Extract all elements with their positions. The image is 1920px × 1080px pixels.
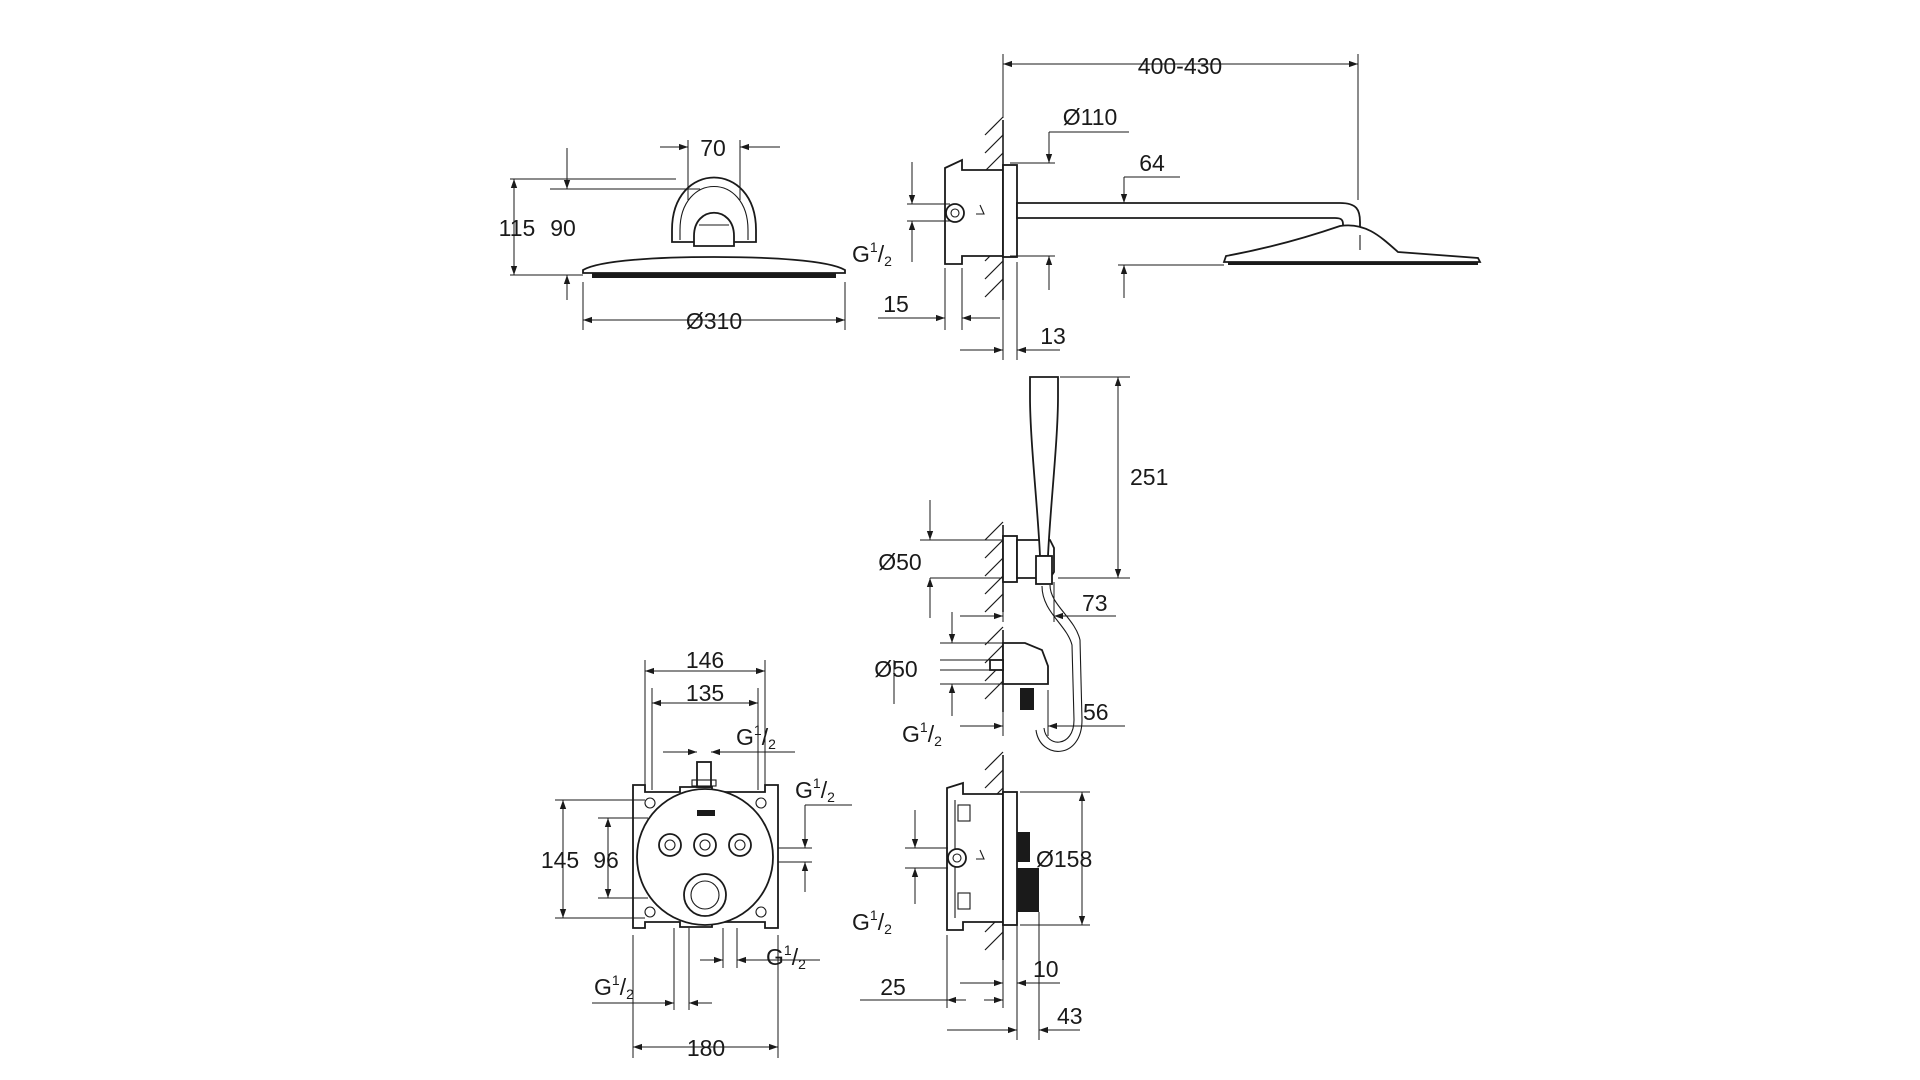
top-inlet-pipe: [696, 761, 712, 788]
dim-43: 43: [1057, 1003, 1083, 1029]
dim-diameter-50-holder: Ø50: [878, 549, 921, 575]
wall-outlet-inlet: [989, 659, 1004, 671]
thread-g12-thermostat-side: G1/2: [852, 907, 892, 937]
head-shower-ball-joint: [693, 212, 735, 247]
thermostat-logo: [697, 810, 715, 816]
hose-nut: [1020, 688, 1034, 710]
dim-70: 70: [700, 135, 726, 161]
thermostat-cover-plate: [636, 788, 774, 926]
dim-90: 90: [550, 215, 576, 241]
flow-arrow-icon-thermostat: [976, 849, 985, 860]
head-shower-arm-flange: [671, 176, 757, 243]
screw-bottom-left: [644, 906, 656, 918]
dim-73: 73: [1082, 590, 1108, 616]
dim-diameter-110: Ø110: [1063, 104, 1118, 130]
wall-flange: [1002, 164, 1018, 258]
dim-diameter-158: Ø158: [1036, 846, 1092, 872]
dim-146: 146: [686, 647, 724, 673]
flow-arrow-icon: [976, 204, 985, 215]
wall-outlet-elbow: [1002, 642, 1049, 685]
dim-180: 180: [687, 1035, 725, 1061]
thermostat-side-view: Ø158 G1/2 25 10 43: [852, 751, 1092, 1040]
dim-10: 10: [1033, 956, 1059, 982]
thermostat-button-3: [728, 833, 752, 857]
dim-145: 145: [541, 847, 579, 873]
dim-56: 56: [1083, 699, 1109, 725]
thread-g12-hand-shower: G1/2: [902, 719, 942, 749]
hand-shower-grip: [1035, 555, 1053, 585]
thermostat-temperature-knob: [683, 873, 727, 917]
shower-arm: [1016, 202, 1361, 233]
thermostat-plate-side: [1002, 791, 1018, 926]
dim-15: 15: [883, 291, 909, 317]
head-nozzles-side: [1228, 262, 1478, 265]
thread-g12-thermostat-bottom-left: G1/2: [594, 972, 634, 1002]
thermostat-buttons-side: [1017, 832, 1030, 862]
thermostat-front-view: 146 135 G1/2 G1/2 145 96: [541, 647, 852, 1061]
screw-top-right: [755, 797, 767, 809]
dim-251: 251: [1130, 464, 1168, 490]
thread-g12-head-side: G1/2: [852, 239, 892, 269]
thermostat-knob-side: [1017, 868, 1039, 912]
screw-bottom-right: [755, 906, 767, 918]
head-shower-side-view: 400-430 Ø110 64 G1/2 15 13: [852, 53, 1482, 360]
screw-top-left: [644, 797, 656, 809]
dim-diameter-50-outlet: Ø50: [874, 656, 917, 682]
dim-96: 96: [593, 847, 619, 873]
head-shower-plate: [582, 256, 846, 274]
head-shower-nozzles: [592, 273, 836, 278]
inlet-connection: [945, 203, 965, 223]
hand-shower-view: 251 Ø50 73 Ø50 G1/2 56: [874, 376, 1168, 752]
thread-g12-thermostat-right: G1/2: [795, 775, 835, 805]
thread-g12-thermostat-top: G1/2: [736, 722, 776, 752]
hand-shower-holder-flange: [1002, 535, 1018, 583]
thermostat-inlet: [947, 848, 967, 868]
thermostat-button-2: [693, 833, 717, 857]
dim-64: 64: [1139, 150, 1165, 176]
dim-400-430: 400-430: [1138, 53, 1222, 79]
thermostat-button-1: [658, 833, 682, 857]
head-shower-side: [1222, 224, 1482, 263]
dim-115: 115: [499, 215, 536, 241]
shower-hose: [1035, 584, 1083, 752]
dim-135: 135: [686, 680, 724, 706]
dim-25: 25: [880, 974, 906, 1000]
thread-g12-thermostat-bottom-right: G1/2: [766, 942, 806, 972]
head-shower-front-view: 70 115 90 Ø310: [499, 135, 846, 334]
dim-13: 13: [1040, 323, 1066, 349]
hand-shower: [1029, 376, 1059, 557]
dim-diameter-310: Ø310: [686, 308, 742, 334]
